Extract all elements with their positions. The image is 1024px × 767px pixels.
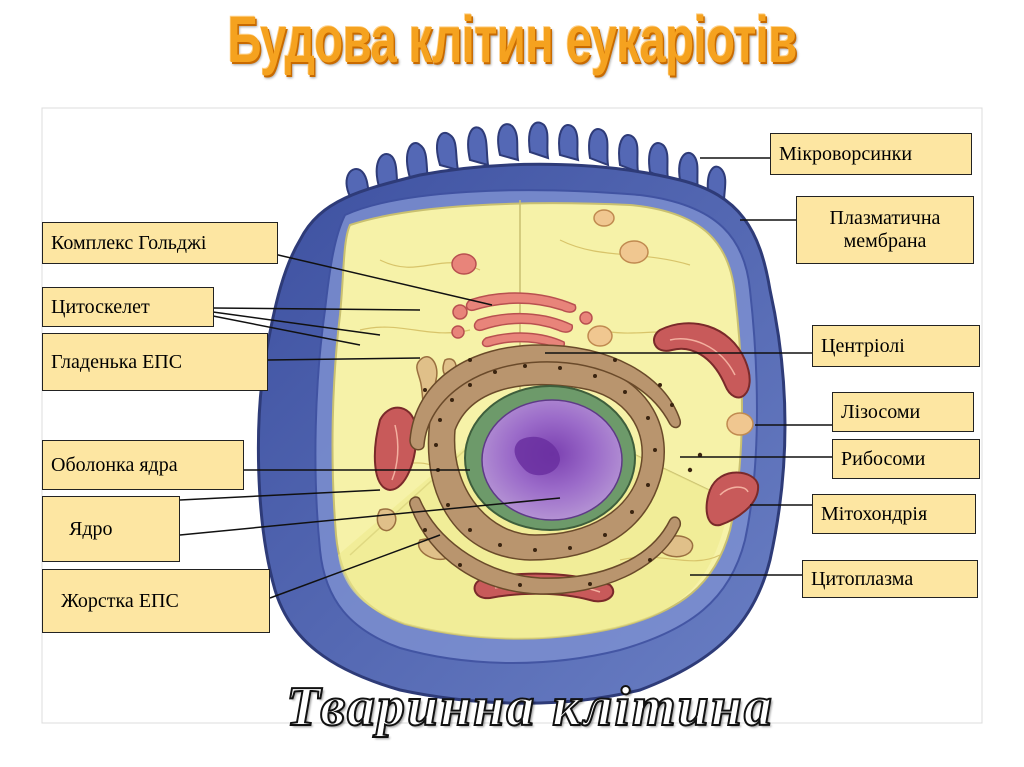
label-rough-er: Жорстка ЕПС: [42, 569, 270, 633]
rough-er: [409, 344, 682, 595]
ribosomes: [423, 358, 703, 587]
lysosomes: [451, 209, 754, 436]
page-title: Будова клітин еукаріотів: [227, 2, 797, 76]
golgi-complex: [451, 292, 593, 349]
leader-lines: [179, 157, 832, 599]
label-plasma-membrane: Плазматична мембрана: [796, 196, 974, 264]
label-nuclear-envelope: Оболонка ядра: [42, 440, 244, 490]
label-lysosomes: Лізосоми: [832, 392, 974, 432]
label-smooth-er: Гладенька ЕПС: [42, 333, 268, 391]
label-golgi: Комплекс Гольджі: [42, 222, 278, 264]
label-microvilli: Мікроворсинки: [770, 133, 972, 175]
label-ribosomes: Рибосоми: [832, 439, 980, 479]
label-cytoplasm: Цитоплазма: [802, 560, 978, 598]
label-mitochondria: Мітохондрія: [812, 494, 976, 534]
label-nucleus: Ядро: [42, 496, 180, 562]
label-cytoskeleton: Цитоскелет: [42, 287, 214, 327]
label-centrioles: Центріолі: [812, 325, 980, 367]
diagram-caption: Тваринна клітина: [285, 675, 774, 739]
